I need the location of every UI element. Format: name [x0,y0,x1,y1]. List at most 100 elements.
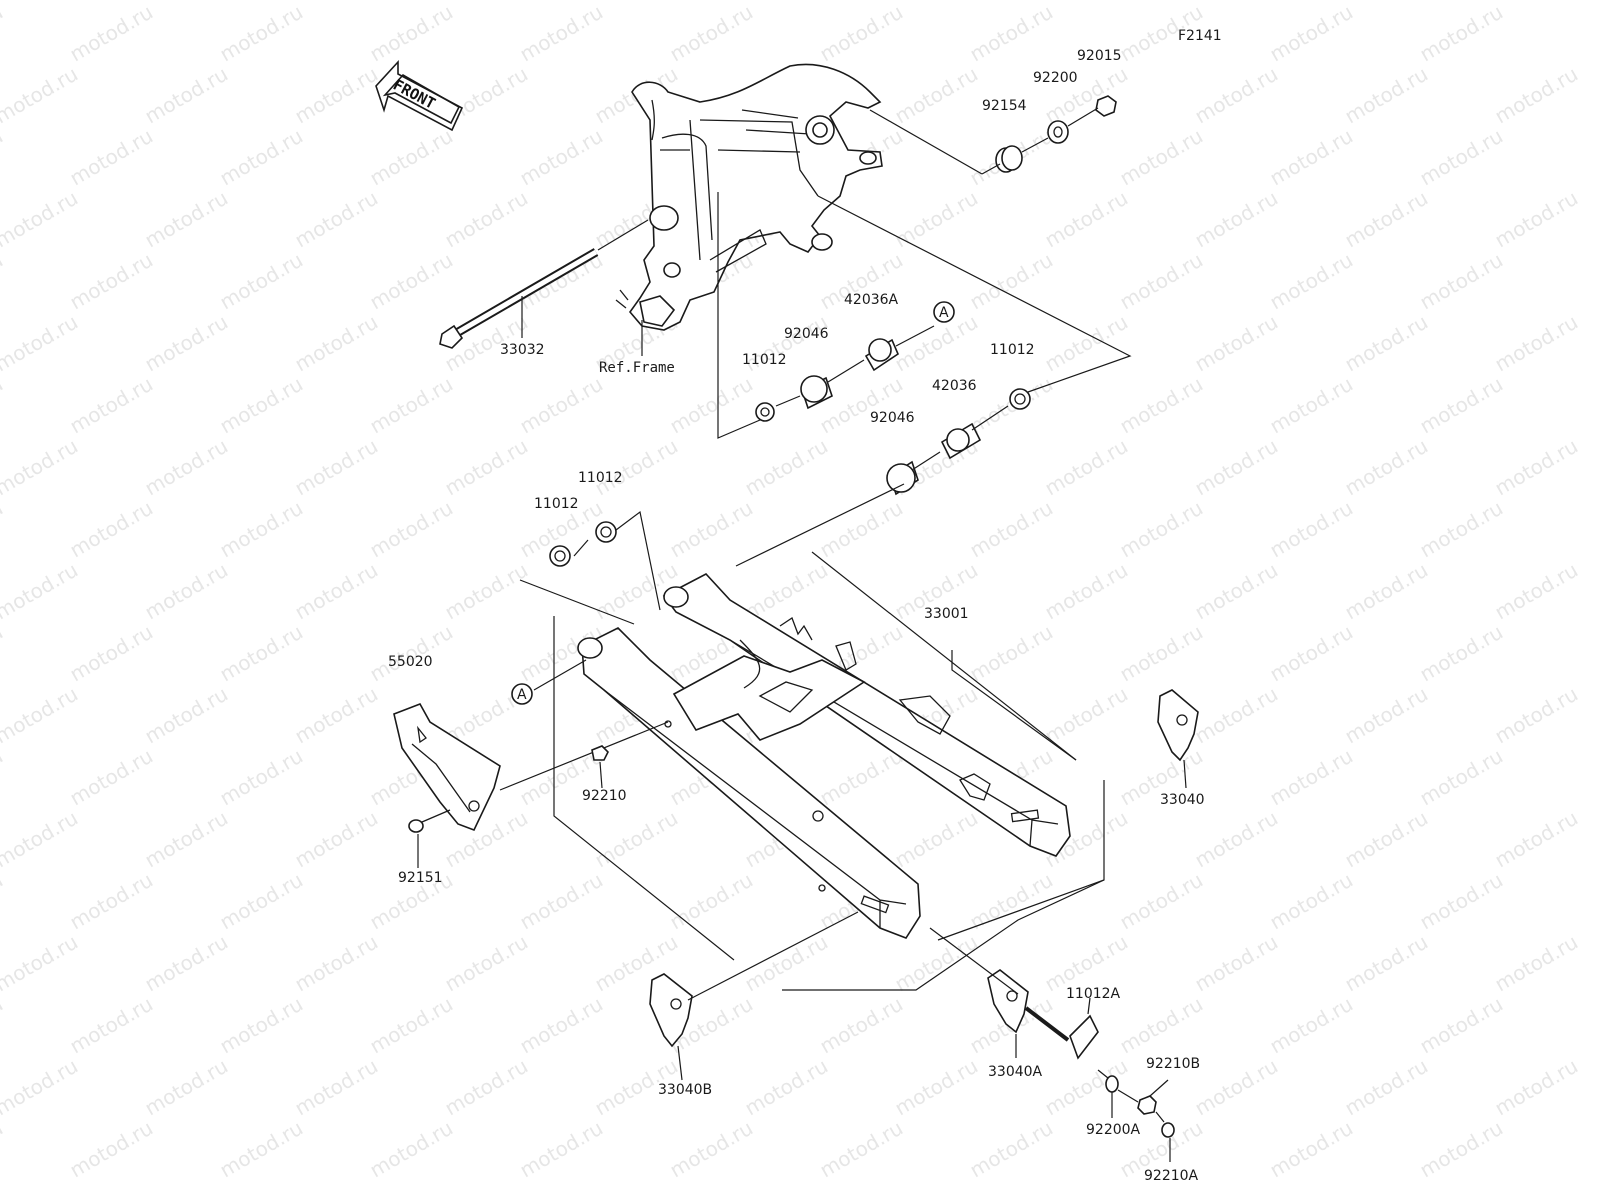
watermark-text: motod.ru [1491,62,1582,129]
watermark-text: motod.ru [0,496,7,563]
callout-92015: 92015 [1077,48,1122,64]
watermark-text: motod.ru [516,992,607,1059]
watermark-text: motod.ru [1416,992,1507,1059]
watermark-text: motod.ru [1341,682,1432,749]
watermark-text: motod.ru [66,372,157,439]
callout-33032: 33032 [500,342,545,358]
watermark-text: motod.ru [1041,558,1132,625]
watermark-text: motod.ru [441,1054,532,1121]
watermark-text: motod.ru [891,62,982,129]
watermark-text: motod.ru [0,744,7,811]
watermark-text: motod.ru [141,0,232,4]
watermark-text: motod.ru [291,806,382,873]
callout-11012a: 11012A [1066,986,1121,1002]
frame-hardware [869,95,1117,175]
watermark-text: motod.ru [141,310,232,377]
callout-33001: 33001 [924,606,969,622]
watermark-text: motod.ru [966,248,1057,315]
watermark-text: motod.ru [1341,930,1432,997]
watermark-text: motod.ru [966,620,1057,687]
callout-92154: 92154 [982,98,1027,114]
watermark-text: motod.ru [1341,434,1432,501]
watermark-text: motod.ru [816,992,907,1059]
watermark-text: motod.ru [891,930,982,997]
watermark-text: motod.ru [141,186,232,253]
callout-92046-lower: 92046 [870,410,915,426]
watermark-text: motod.ru [516,868,607,935]
watermark-text: motod.ru [366,1116,457,1183]
watermark-text: motod.ru [1341,806,1432,873]
watermark-text: motod.ru [1191,434,1282,501]
watermark-text: motod.ru [1191,806,1282,873]
watermark-text: motod.ru [1491,930,1582,997]
chain-adjuster-33040a [929,927,1099,1060]
watermark-text: motod.ru [141,1054,232,1121]
watermark-text: motod.ru [0,558,82,625]
watermark-text: motod.ru [216,868,307,935]
watermark-text: motod.ru [1416,0,1507,66]
watermark-text: motod.ru [66,992,157,1059]
watermark-text: motod.ru [1191,558,1282,625]
watermark-text: motod.ru [891,1054,982,1121]
watermark-text: motod.ru [591,806,682,873]
watermark-text: motod.ru [0,1116,7,1183]
callout-92200a: 92200A [1086,1122,1141,1138]
watermark-text: motod.ru [1491,806,1582,873]
watermark-text: motod.ru [1266,0,1357,66]
watermark-text: motod.ru [216,496,307,563]
watermark-text: motod.ru [816,1116,907,1183]
callout-11012-mid: 11012 [578,470,623,486]
watermark-text: motod.ru [66,496,157,563]
watermark-text: motod.ru [1341,310,1432,377]
swingarm-leaders [519,483,1105,991]
watermark-text: motod.ru [591,434,682,501]
watermark-text: motod.ru [1191,930,1282,997]
watermark-text: motod.ru [891,310,982,377]
watermark-text: motod.ru [291,186,382,253]
callout-11012-left: 11012 [534,496,579,512]
watermark-text: motod.ru [1491,558,1582,625]
chain-guide [393,703,669,832]
watermark-text: motod.ru [216,620,307,687]
watermark-text: motod.ru [741,0,832,4]
marker-a-lower-label: A [517,687,527,703]
watermark-text: motod.ru [441,186,532,253]
callout-92046-upper: 92046 [784,326,829,342]
watermark-text: motod.ru [0,992,7,1059]
watermark-text: motod.ru [816,0,907,66]
watermark-text: motod.ru [1116,992,1207,1059]
watermark-text: motod.ru [1116,620,1207,687]
watermark-text: motod.ru [141,930,232,997]
watermark-text: motod.ru [1191,0,1282,4]
chain-adjuster-33040b [649,911,859,1081]
watermark-text: motod.ru [666,496,757,563]
watermark-text: motod.ru [1041,682,1132,749]
watermark-text: motod.ru [741,434,832,501]
figure-code: F2141 [1178,28,1222,44]
watermark-text: motod.ru [1491,682,1582,749]
watermark-text: motod.ru [366,620,457,687]
watermark-text: motod.ru [1341,558,1432,625]
watermark-text: motod.ru [591,0,682,4]
callout-11012-upper-right: 11012 [990,342,1035,358]
callout-92210b: 92210B [1146,1056,1200,1072]
bolt-92151 [408,809,451,868]
watermark-text: motod.ru [441,434,532,501]
watermark-text: motod.ru [1491,434,1582,501]
watermark-text: motod.ru [0,434,82,501]
watermark-text: motod.ru [216,248,307,315]
watermark-text: motod.ru [666,0,757,66]
front-arrow-icon: FRONT [375,59,464,132]
watermark-text: motod.ru [291,62,382,129]
watermark-text: motod.ru [366,248,457,315]
watermark-text: motod.ru [1341,0,1432,4]
callout-92200: 92200 [1033,70,1078,86]
callout-55020: 55020 [388,654,433,670]
watermark-text: motod.ru [1491,310,1582,377]
watermark-text: motod.ru [216,744,307,811]
watermark-text: motod.ru [0,372,7,439]
watermark-text: motod.ru [66,620,157,687]
watermark-text: motod.ru [291,682,382,749]
watermark-text: motod.ru [1341,1054,1432,1121]
